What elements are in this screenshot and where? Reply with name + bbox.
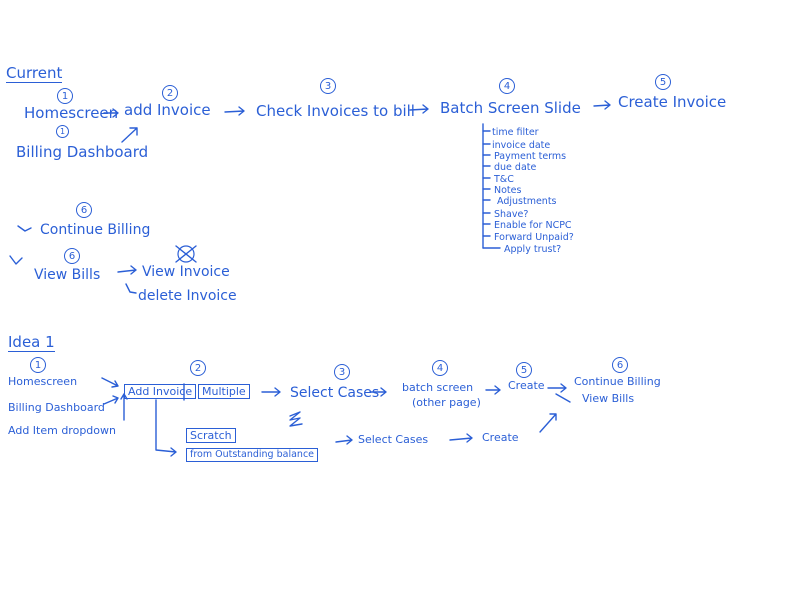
batch-option: Shave?: [494, 209, 529, 220]
idea1-scratch: Scratch: [186, 428, 236, 443]
batch-option: Forward Unpaid?: [494, 232, 574, 243]
arrow-icon: [593, 100, 611, 110]
crossed-mark: [175, 245, 197, 263]
arrow-icon: [103, 395, 119, 405]
idea1-select-cases: Select Cases: [290, 385, 380, 401]
idea1-add-invoice: Add Invoice: [124, 384, 197, 399]
batch-option: Apply trust?: [504, 244, 562, 255]
step-number-6-view: 6: [64, 248, 80, 264]
arrow-icon: [224, 106, 245, 116]
batch-option: due date: [494, 162, 537, 173]
idea1-multiple: Multiple: [198, 384, 250, 399]
view-bills: View Bills: [34, 267, 101, 283]
step-create-invoice: Create Invoice: [618, 93, 727, 111]
delete-invoice: delete Invoice: [138, 288, 237, 304]
arrow-icon: [485, 385, 501, 395]
step-batch-screen: Batch Screen Slide: [440, 99, 581, 117]
idea1-number-1: 1: [30, 357, 46, 373]
arrow-icon: [547, 383, 567, 393]
arrow-icon: [9, 255, 23, 265]
batch-option: Payment terms: [494, 151, 567, 162]
arrow-icon: [17, 225, 32, 232]
batch-option: Enable for NCPC: [494, 220, 572, 231]
idea1-view-bills: View Bills: [582, 392, 635, 405]
idea1-lower-select-cases: Select Cases: [358, 433, 429, 446]
step-homescreen: Homescreen: [24, 104, 119, 122]
step-number-5: 5: [655, 74, 671, 90]
arrow-icon: [101, 377, 119, 388]
idea1-batch-screen: batch screen: [402, 381, 474, 394]
idea1-from-outstanding: from Outstanding balance: [186, 448, 319, 462]
step-check-invoices: Check Invoices to bill: [256, 102, 415, 120]
batch-option: invoice date: [492, 140, 551, 151]
continue-billing: Continue Billing: [40, 222, 151, 238]
idea1-number-3: 3: [334, 364, 350, 380]
step-number-1-alt: 1: [56, 125, 69, 138]
arrow-icon: [539, 413, 557, 433]
arrow-icon: [121, 127, 138, 143]
idea1-heading: Idea 1: [8, 333, 55, 352]
idea1-entry-billing-dashboard: Billing Dashboard: [8, 401, 105, 414]
step-number-3: 3: [320, 78, 336, 94]
step-number-4: 4: [499, 78, 515, 94]
arrow-icon: [449, 433, 473, 443]
step-number-6: 6: [76, 202, 92, 218]
idea1-other-page: (other page): [412, 396, 481, 409]
idea1-number-5: 5: [516, 362, 532, 378]
billing-dashboard: Billing Dashboard: [16, 143, 149, 161]
arrow-icon: [117, 265, 137, 275]
arrow-icon: [155, 399, 177, 457]
arrow-icon: [125, 283, 137, 294]
idea1-create: Create: [508, 379, 545, 392]
step-number-1: 1: [57, 88, 73, 104]
squiggle-mark: [289, 411, 303, 427]
batch-option: Adjustments: [497, 196, 557, 207]
arrow-icon: [261, 387, 281, 397]
current-heading: Current: [6, 64, 63, 83]
idea1-entry-homescreen: Homescreen: [8, 375, 78, 388]
idea1-continue-billing: Continue Billing: [574, 375, 661, 388]
idea1-number-2: 2: [190, 360, 206, 376]
batch-option: time filter: [492, 127, 539, 138]
arrow-icon: [335, 435, 353, 445]
view-invoice: View Invoice: [142, 264, 230, 280]
idea1-number-6: 6: [612, 357, 628, 373]
arrow-icon: [555, 393, 571, 403]
step-add-invoice: add Invoice: [124, 101, 211, 119]
idea1-lower-create: Create: [482, 431, 519, 444]
idea1-entry-add-item: Add Item dropdown: [8, 424, 116, 437]
step-number-2: 2: [162, 85, 178, 101]
idea1-number-4: 4: [432, 360, 448, 376]
batch-option: T&C: [494, 174, 514, 185]
batch-option: Notes: [494, 185, 522, 196]
